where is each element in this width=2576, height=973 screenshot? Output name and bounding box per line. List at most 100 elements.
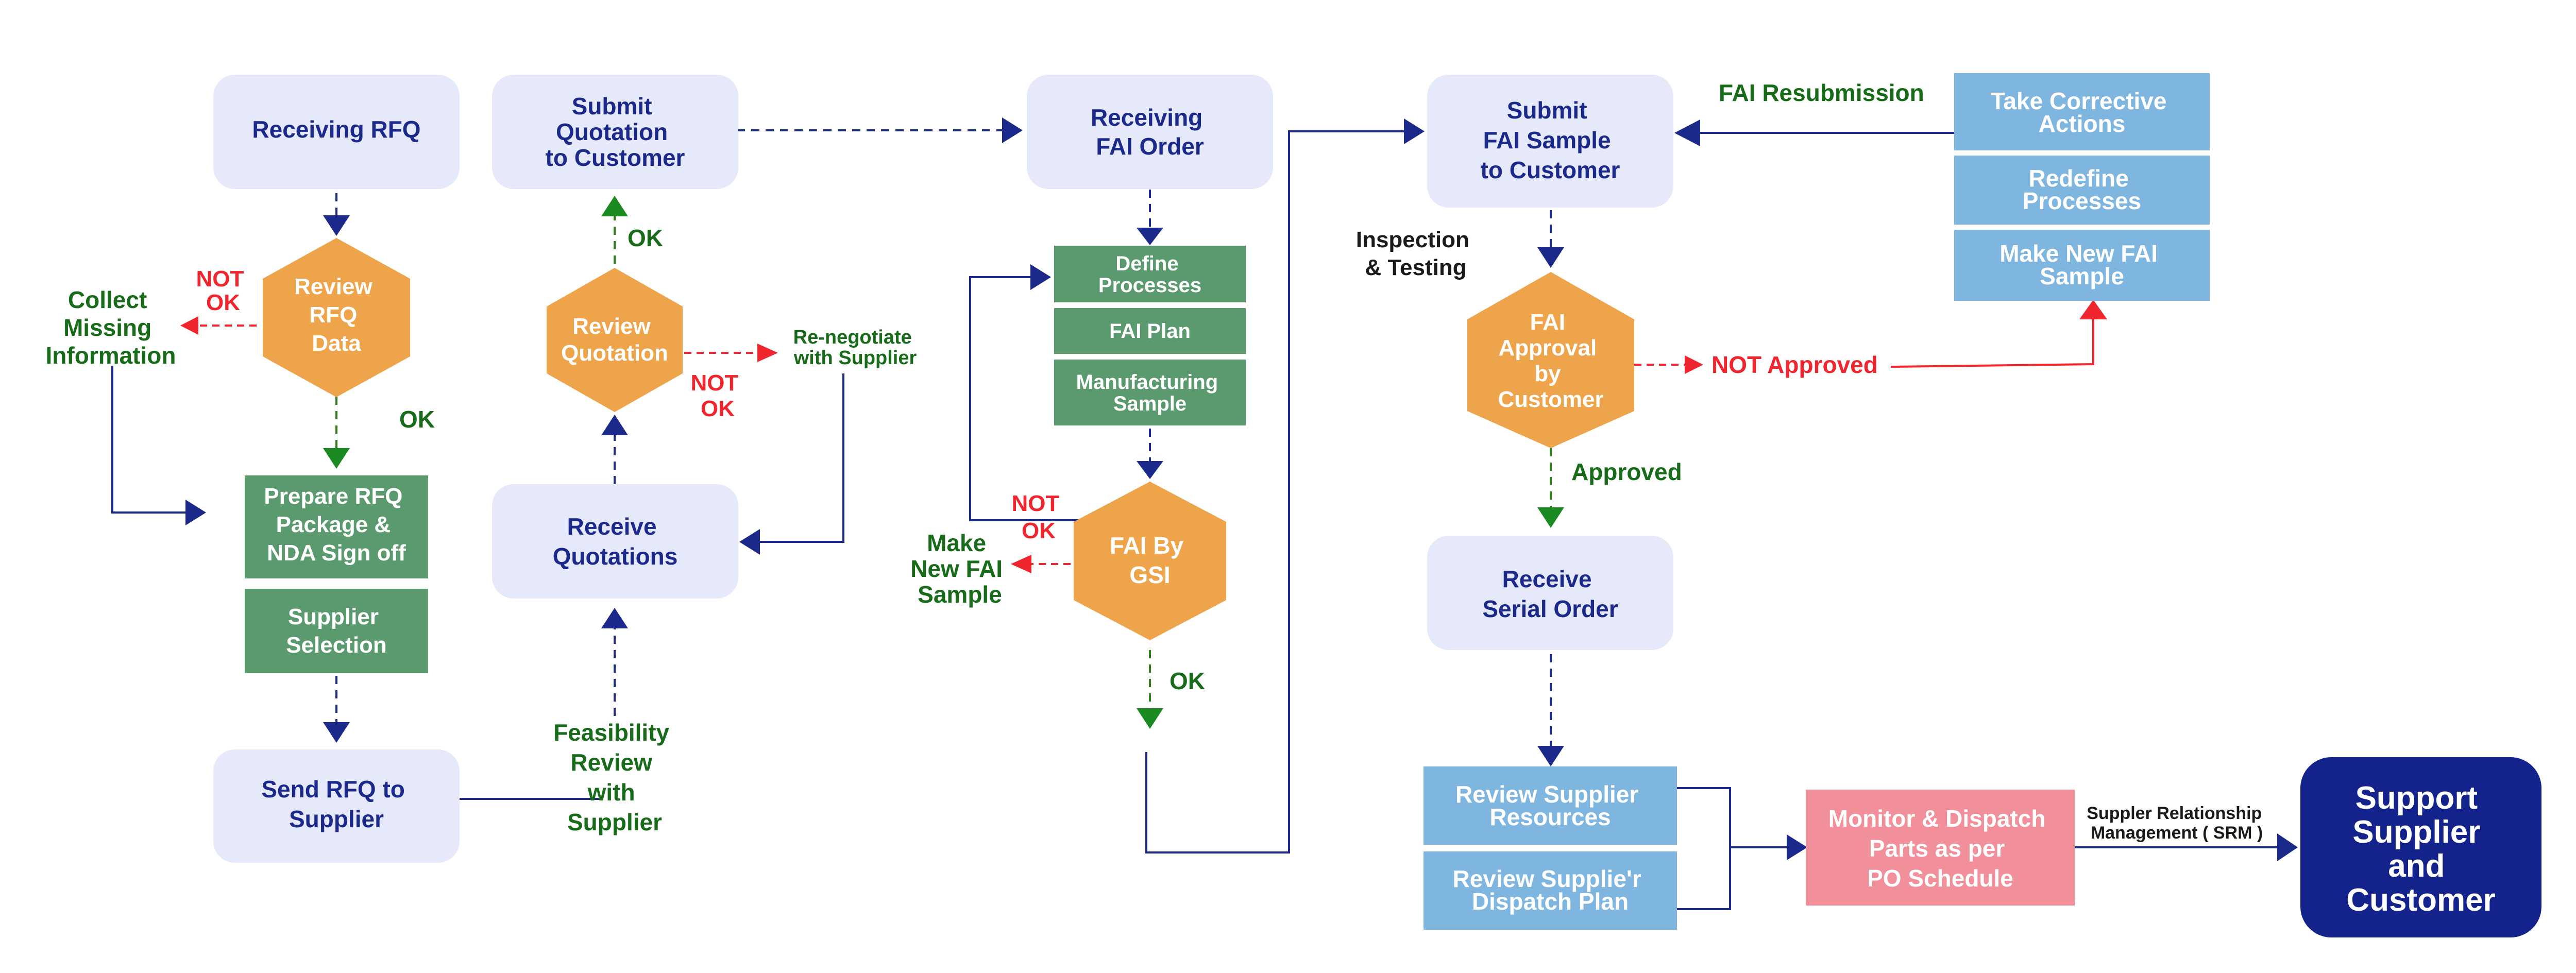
ok-rfq-label: OK	[399, 406, 435, 433]
node-label: Redefine	[2028, 165, 2128, 192]
node-label: RFQ	[309, 302, 357, 328]
renegotiate-label: Re-negotiate with Supplier	[793, 327, 918, 369]
svg-text:Send RFQ to Supplier: Send RFQ to Supplier	[261, 776, 411, 832]
srm-label: Suppler Relationship Management ( SRM )	[2087, 804, 2267, 843]
node-label: Sample	[2040, 263, 2124, 289]
node-label: Serial Order	[1482, 595, 1618, 622]
node-label: GSI	[1129, 561, 1170, 588]
collect-missing-label: Collect Missing Information	[46, 286, 176, 369]
node-label: Monitor & Dispatch	[1828, 805, 2046, 832]
svg-text:Submit Quotation t: Submit Quotation to Customer	[546, 93, 685, 171]
ok-gsi-label: OK	[1170, 668, 1205, 694]
connectors	[111, 117, 2298, 910]
node-monitor-dispatch: Monitor & Dispatch Parts as per PO Sched…	[1806, 790, 2075, 906]
node-label: FAI Sample	[1483, 127, 1611, 153]
svg-text:Receiving FAI Order: Receiving FAI Order	[1091, 104, 1209, 160]
node-label: FAI By	[1110, 532, 1184, 559]
node-label: PO Schedule	[1867, 865, 2013, 892]
node-label: Review	[572, 314, 651, 339]
node-redefine-processes: Redefine Processes	[1954, 156, 2210, 225]
node-label: Review	[294, 274, 372, 299]
node-receiving-fai-order: Receiving FAI Order	[1027, 75, 1273, 189]
node-review-quotation: Review Quotation	[547, 268, 683, 412]
node-label: Prepare RFQ	[264, 484, 402, 509]
node-label: Customer	[1498, 387, 1603, 412]
node-support-supplier: Support Supplier and Customer	[2300, 757, 2541, 937]
node-review-dispatch-plan: Review Supplie'r Dispatch Plan	[1423, 851, 1677, 930]
node-label: Take Corrective	[1991, 88, 2167, 114]
svg-text:Take Corrective Actions: Take Corrective Actions	[1991, 88, 2174, 137]
node-label: NDA Sign off	[267, 540, 406, 566]
not-ok-quotation-label: NOT OK	[690, 370, 744, 421]
node-label: Approval	[1499, 335, 1597, 361]
node-review-rfq-data: Review RFQ Data	[263, 238, 410, 397]
not-ok-gsi-label: NOT OK	[1011, 491, 1065, 543]
node-fai-plan: FAI Plan	[1054, 308, 1246, 354]
node-make-new-fai-sample: Make New FAI Sample	[1954, 230, 2210, 301]
node-fai-approval: FAI Approval by Customer	[1467, 272, 1634, 448]
node-label: Supplier	[289, 806, 384, 832]
svg-text:Receiving RFQ: Receiving RFQ	[252, 116, 420, 143]
node-label: Review Supplie'r	[1452, 865, 1641, 892]
node-label: Supplier	[288, 604, 379, 629]
svg-text:Supplier Selection: Supplier Selection	[286, 604, 387, 658]
node-label: Actions	[2039, 110, 2126, 137]
svg-text:Manufacturing Sample: Manufacturing Sample	[1076, 371, 1224, 415]
node-receive-serial-order: Receive Serial Order	[1427, 536, 1673, 650]
node-label: FAI Order	[1096, 133, 1204, 160]
svg-text:Redefine Processes: Redefine Processes	[2023, 165, 2141, 214]
node-label: Receiving	[1091, 104, 1202, 131]
svg-text:Make New FAI Sample: Make New FAI Sample	[1999, 240, 2164, 289]
svg-text:Submit FAI Sample: Submit FAI Sample to Customer	[1481, 97, 1620, 183]
node-label: and	[2388, 848, 2445, 884]
node-label: Processes	[2023, 187, 2141, 214]
fai-resubmission-label: FAI Resubmission	[1719, 79, 1924, 106]
node-take-corrective-actions: Take Corrective Actions	[1954, 73, 2210, 150]
svg-text:Review Supplie'r Dispatc: Review Supplie'r Dispatch Plan	[1452, 865, 1648, 915]
svg-text:Prepare RFQ Package &: Prepare RFQ Package & NDA Sign off	[264, 484, 409, 566]
edge-labels: Collect Missing Information NOT OK OK OK…	[46, 79, 2267, 843]
ok-quotation-label: OK	[628, 225, 663, 251]
node-receiving-rfq: Receiving RFQ	[213, 75, 460, 189]
node-label: FAI	[1530, 310, 1565, 335]
not-ok-rfq-label: NOT OK	[196, 266, 250, 315]
node-label: Review Supplier	[1455, 781, 1638, 808]
node-label: Selection	[286, 633, 387, 658]
node-fai-by-gsi: FAI By GSI	[1074, 482, 1226, 640]
feasibility-review-label: Feasibility Review with Supplier	[553, 719, 676, 835]
node-label: Parts as per	[1869, 835, 2005, 862]
node-label: Send RFQ to	[261, 776, 405, 803]
node-label: Receive	[567, 513, 657, 540]
inspection-testing-label: Inspection & Testing	[1356, 227, 1476, 280]
node-receive-quotations: Receive Quotations	[492, 484, 738, 599]
node-supplier-selection: Supplier Selection	[245, 589, 428, 673]
not-approved-label: NOT Approved	[1711, 351, 1878, 378]
node-label: to Customer	[1481, 157, 1620, 183]
node-label: Support	[2355, 780, 2478, 816]
svg-text:Receive Serial Order: Receive Serial Order	[1482, 566, 1618, 622]
svg-text:Review Quotation: Review Quotation	[561, 314, 668, 366]
svg-text:Review Supplier Resource: Review Supplier Resources	[1455, 781, 1645, 830]
svg-text:Monitor & Dispatch Parts: Monitor & Dispatch Parts as per PO Sched…	[1828, 805, 2052, 892]
node-label: Processes	[1098, 274, 1201, 297]
node-label: Manufacturing	[1076, 371, 1218, 394]
node-label: Submit	[1507, 97, 1587, 124]
node-label: Dispatch Plan	[1472, 888, 1629, 915]
node-submit-quotation: Submit Quotation to Customer	[492, 75, 738, 189]
node-label: Receive	[1502, 566, 1592, 592]
node-label: Quotation	[556, 118, 668, 145]
svg-text:Review RFQ Data: Review RFQ Data	[294, 274, 379, 356]
node-label: Resources	[1489, 804, 1611, 830]
node-send-rfq: Send RFQ to Supplier	[213, 749, 460, 863]
node-label: Quotations	[553, 543, 678, 570]
node-label: Make New FAI	[1999, 240, 2158, 267]
node-label: to Customer	[546, 144, 685, 171]
svg-text:Support Supplier a: Support Supplier and Customer	[2346, 780, 2495, 918]
node-label: Define	[1115, 252, 1178, 275]
approved-label: Approved	[1571, 458, 1682, 485]
node-prepare-rfq-package: Prepare RFQ Package & NDA Sign off	[245, 475, 428, 578]
svg-text:FAI By GSI: FAI By GSI	[1110, 532, 1190, 588]
svg-text:FAI Plan: FAI Plan	[1109, 320, 1191, 343]
node-label: Quotation	[561, 340, 668, 366]
